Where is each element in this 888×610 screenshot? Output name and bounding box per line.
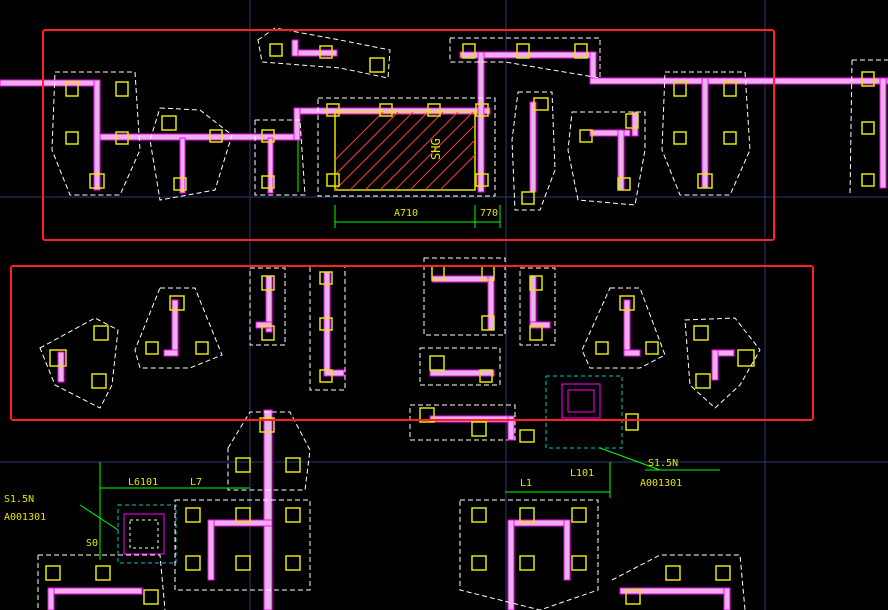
left-pit — [79, 462, 250, 564]
left-pit-label-a: S1.5N — [4, 494, 34, 505]
selection-box-top[interactable] — [42, 29, 775, 241]
foundation-outlines-top — [51, 27, 888, 211]
column-pads-middle — [49, 265, 755, 389]
bottom-label-b: L7 — [190, 477, 202, 488]
sump-pit — [545, 375, 720, 471]
dimension-top — [297, 140, 501, 228]
dimension-bottom — [505, 462, 611, 498]
pit-label-b: S1.5N — [648, 458, 678, 469]
column-pads-bottom — [45, 407, 731, 605]
elevator-shaft: SHG — [334, 111, 476, 191]
foundation-outlines-bottom — [37, 411, 746, 610]
pit-label-a: L101 — [570, 468, 594, 479]
bottom-label-d: L1 — [520, 478, 532, 489]
left-pit-label-b: A001301 — [4, 512, 46, 523]
middle-row-walls — [57, 271, 735, 383]
bottom-row-walls — [47, 409, 731, 610]
room-label: SHG — [429, 138, 443, 160]
bottom-label-a: L6101 — [128, 477, 158, 488]
column-pads-top — [65, 43, 875, 205]
selection-box-middle[interactable] — [10, 265, 814, 421]
top-row-walls — [0, 39, 888, 194]
pit-label-c: A001301 — [640, 478, 682, 489]
bottom-label-c: S0 — [86, 538, 98, 549]
dim-label-top-a: A710 — [394, 208, 418, 219]
foundation-outlines-middle — [39, 257, 761, 441]
dim-label-top-b: 770 — [480, 208, 498, 219]
